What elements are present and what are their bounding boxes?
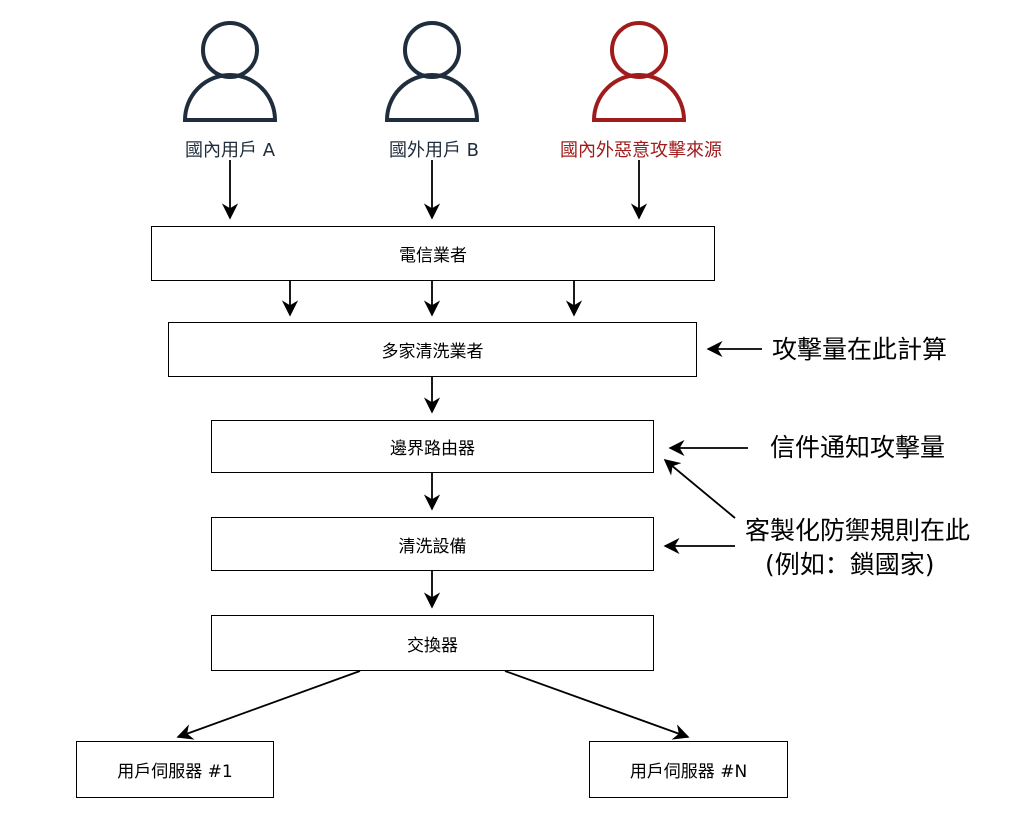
user-b-icon: [384, 21, 480, 122]
attacker-label: 國內外惡意攻擊來源: [560, 140, 722, 161]
arrow-switch-to-server-n: [504, 670, 690, 740]
user-a-icon: [182, 21, 278, 122]
note-custom-rules-line2: (例如：鎖國家): [765, 550, 935, 579]
arrow-switch-to-server-1: [176, 670, 361, 740]
arrow-note-rules-router: [663, 458, 736, 519]
edge-router-box: 邊界路由器: [211, 420, 654, 473]
scrubbing-vendors-box: 多家清洗業者: [168, 322, 697, 377]
note-custom-rules-line1: 客製化防禦規則在此: [745, 516, 971, 545]
switch-box: 交換器: [211, 615, 654, 671]
server-1-box: 用戶伺服器 #1: [76, 741, 274, 798]
switch-label: 交換器: [407, 635, 458, 656]
user-b-label: 國外用戶 B: [388, 140, 480, 161]
attacker-icon: [591, 21, 687, 122]
scrubbing-vendors-label: 多家清洗業者: [381, 342, 484, 362]
telecom-label: 電信業者: [399, 246, 467, 266]
note-email-notice: 信件通知攻擊量: [770, 433, 946, 462]
scrubbing-device-box: 清洗設備: [211, 517, 654, 571]
telecom-box: 電信業者: [151, 226, 715, 281]
scrubbing-device-label: 清洗設備: [398, 536, 467, 557]
server-1-label: 用戶伺服器 #1: [117, 762, 233, 782]
edge-router-label: 邊界路由器: [390, 439, 475, 459]
user-a-label: 國內用戶 A: [184, 140, 276, 161]
server-n-label: 用戶伺服器 #N: [629, 762, 748, 782]
note-attack-calc: 攻擊量在此計算: [772, 335, 948, 364]
server-n-box: 用戶伺服器 #N: [589, 741, 788, 798]
